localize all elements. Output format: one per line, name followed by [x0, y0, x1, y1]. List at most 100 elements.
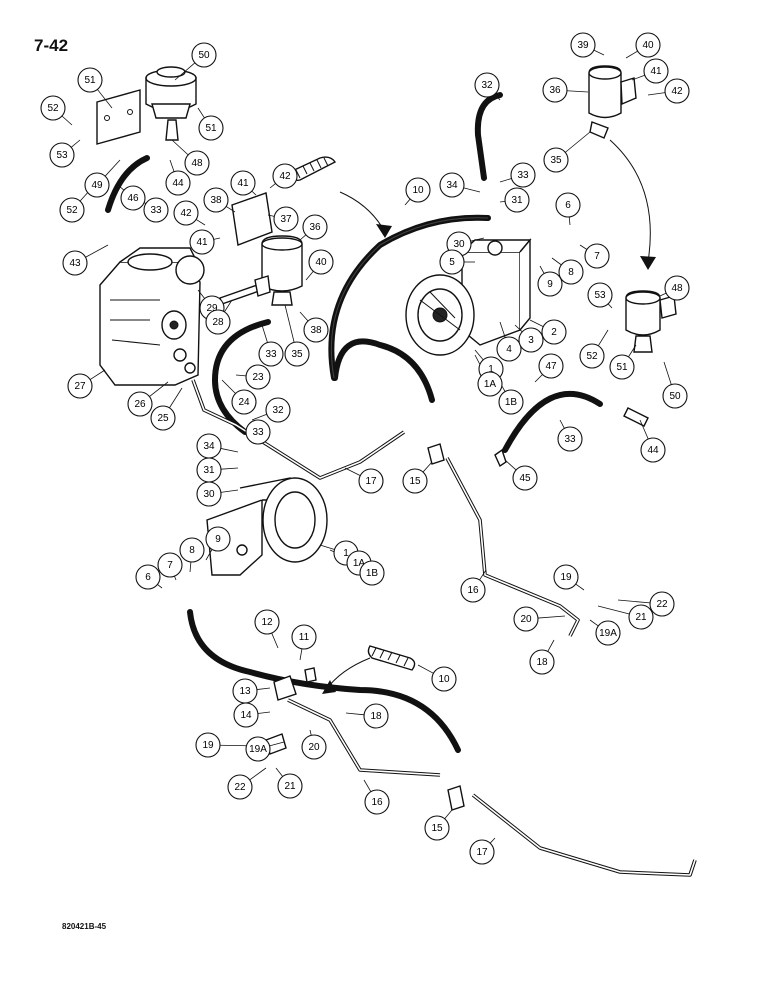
- callout-27: 27: [67, 373, 93, 399]
- callout-label: 46: [127, 193, 139, 204]
- callout-52: 52: [579, 343, 605, 369]
- callout-circle: [308, 249, 334, 275]
- leader-line: [251, 190, 257, 196]
- leader-line: [345, 712, 365, 716]
- callout-label: 25: [157, 413, 169, 424]
- leader-line: [149, 381, 169, 397]
- callout-label: 41: [237, 178, 249, 189]
- callout-21: 21: [628, 604, 654, 630]
- callout-label: 10: [438, 674, 450, 685]
- callout-41: 41: [189, 229, 215, 255]
- callout-label: 15: [431, 823, 443, 834]
- callout-circle: [359, 560, 385, 586]
- leader-line: [470, 237, 485, 242]
- callout-40: 40: [308, 249, 334, 275]
- callout-46: 46: [120, 185, 146, 211]
- callout-label: 18: [536, 657, 548, 668]
- callout-label: 50: [669, 391, 681, 402]
- callout-38: 38: [203, 187, 229, 213]
- callout-label: 52: [586, 351, 598, 362]
- leader-line: [593, 49, 605, 56]
- callout-13: 13: [232, 678, 258, 704]
- callout-33: 33: [143, 197, 169, 223]
- callout-label: 38: [310, 325, 322, 336]
- callout-circle: [40, 95, 66, 121]
- callout-51: 51: [198, 115, 224, 141]
- callout-circle: [541, 319, 567, 345]
- callout-circle: [173, 200, 199, 226]
- callout-circle: [127, 391, 153, 417]
- leader-line: [514, 324, 523, 333]
- callout-label: 37: [280, 214, 292, 225]
- callout-9: 9: [205, 526, 231, 552]
- callout-7: 7: [584, 243, 610, 269]
- callout-circle: [291, 624, 317, 650]
- callout-label: 1: [343, 548, 349, 559]
- callout-label: 42: [671, 86, 683, 97]
- callout-2: 2: [541, 319, 567, 345]
- callout-circle: [135, 564, 161, 590]
- callout-22: 22: [227, 774, 253, 800]
- callout-circle: [157, 552, 183, 578]
- callout-8: 8: [558, 259, 584, 285]
- leader-line: [85, 244, 109, 258]
- callout-label: 8: [189, 545, 195, 556]
- callout-label: 45: [519, 473, 531, 484]
- callout-circle: [203, 187, 229, 213]
- callout-33: 33: [258, 341, 284, 367]
- callout-circle: [364, 789, 390, 815]
- callout-circle: [303, 317, 329, 343]
- callout-circle: [258, 341, 284, 367]
- callout-label: 41: [650, 66, 662, 77]
- callout-circle: [205, 309, 231, 335]
- leader-line: [579, 244, 588, 250]
- callout-label: 33: [517, 170, 529, 181]
- callout-circle: [469, 839, 495, 865]
- callout-label: 19A: [599, 628, 617, 639]
- callout-circle: [405, 177, 431, 203]
- leader-line: [566, 90, 589, 93]
- callout-circle: [570, 32, 596, 58]
- callout-20: 20: [513, 606, 539, 632]
- callout-label: 30: [203, 489, 215, 500]
- leader-line: [617, 599, 651, 604]
- callout-label: 2: [551, 327, 557, 338]
- callout-28: 28: [205, 309, 231, 335]
- callout-33: 33: [557, 426, 583, 452]
- callout-26: 26: [127, 391, 153, 417]
- callout-21: 21: [277, 773, 303, 799]
- callout-circle: [529, 649, 555, 675]
- callout-circle: [302, 214, 328, 240]
- callout-label: 33: [265, 349, 277, 360]
- callout-label: 50: [198, 50, 210, 61]
- callout-15: 15: [402, 468, 428, 494]
- callout-39: 39: [570, 32, 596, 58]
- callout-label: 52: [66, 205, 78, 216]
- leader-line: [463, 187, 481, 193]
- callout-33: 33: [510, 162, 536, 188]
- leader-line: [631, 74, 645, 81]
- callout-label: 26: [134, 399, 146, 410]
- callout-label: 11: [299, 632, 310, 643]
- callout-22: 22: [649, 591, 675, 617]
- callout-circle: [635, 32, 661, 58]
- leader-line: [267, 214, 275, 217]
- callout-label: 51: [84, 75, 96, 86]
- callout-label: 12: [261, 617, 273, 628]
- callout-19: 19: [195, 732, 221, 758]
- leader-line: [319, 544, 335, 550]
- leader-line: [489, 837, 496, 844]
- callout-circle: [424, 815, 450, 841]
- callout-label: 33: [564, 434, 576, 445]
- callout-label: 24: [238, 397, 250, 408]
- callout-19a: 19A: [595, 620, 621, 646]
- callout-label: 6: [565, 200, 571, 211]
- leader-line: [628, 344, 637, 358]
- callout-circle: [537, 271, 563, 297]
- callout-circle: [439, 249, 465, 275]
- callout-42: 42: [173, 200, 199, 226]
- master-cylinder-right: [405, 238, 532, 356]
- callout-circle: [59, 197, 85, 223]
- callout-circle: [273, 206, 299, 232]
- leader-line: [220, 467, 239, 470]
